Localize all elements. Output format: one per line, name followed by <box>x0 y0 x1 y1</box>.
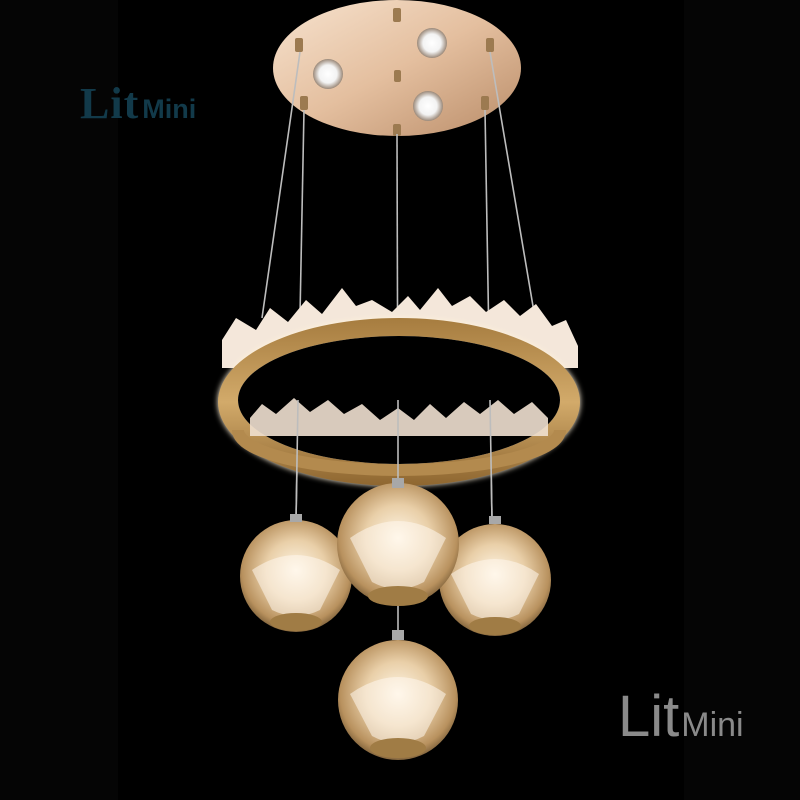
canopy-led-light <box>313 59 343 89</box>
crown-ring <box>218 288 580 486</box>
right-dark-panel <box>684 0 800 800</box>
left-dark-panel <box>0 0 118 800</box>
watermark-top-lit: Lit <box>80 79 140 128</box>
glass-globe-bottom <box>338 630 458 760</box>
canopy-led-light <box>417 28 447 58</box>
ring-lower-crest <box>250 398 548 436</box>
glass-globe-center <box>337 478 459 606</box>
watermark-logo-bottom: LitMini <box>618 688 744 746</box>
watermark-bottom-lit: Lit <box>618 684 680 749</box>
watermark-top-mini: Mini <box>142 94 197 124</box>
glass-globe-left <box>240 514 352 632</box>
glass-globe-right <box>439 516 551 636</box>
canopy-led-light <box>413 91 443 121</box>
ceiling-canopy <box>273 0 521 136</box>
watermark-bottom-mini: Mini <box>681 706 744 744</box>
